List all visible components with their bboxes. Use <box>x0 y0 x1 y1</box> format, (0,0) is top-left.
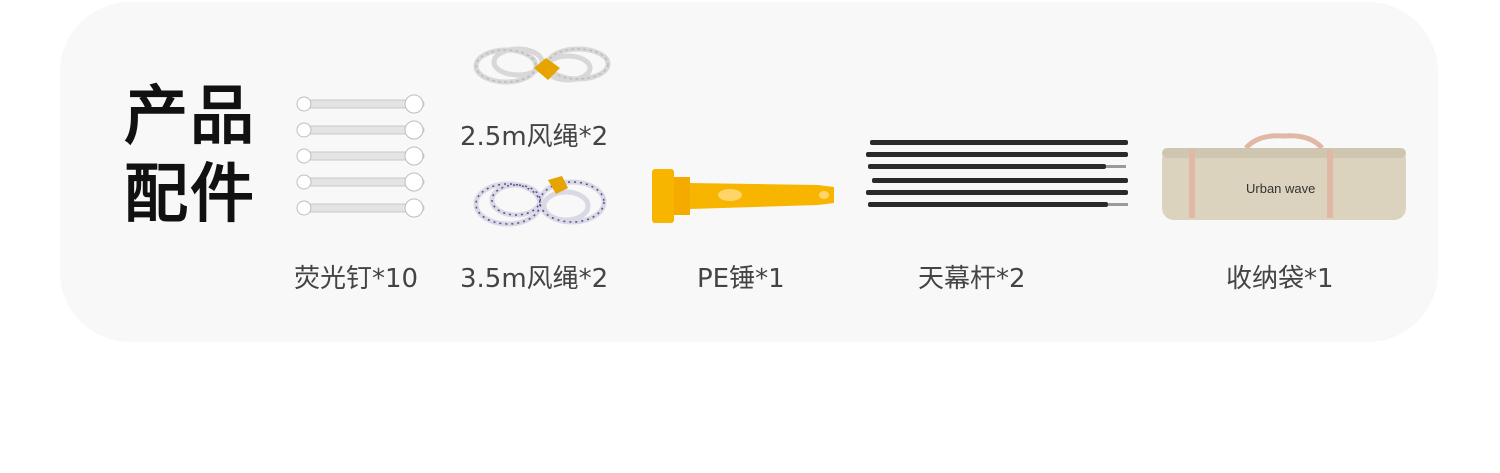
title-line-1: 产品 <box>124 80 256 154</box>
label-rope-3-5m: 3.5m风绳*2 <box>460 264 609 294</box>
label-poles: 天幕杆*2 <box>918 264 1026 294</box>
hammer-image <box>652 169 834 223</box>
label-bag: 收纳袋*1 <box>1226 264 1334 294</box>
label-rope-2-5m: 2.5m风绳*2 <box>460 122 609 152</box>
title-line-2: 配件 <box>124 158 256 232</box>
poles-image <box>866 140 1128 207</box>
label-stakes: 荧光钉*10 <box>294 264 419 294</box>
section-title: 产品 配件 <box>124 78 264 234</box>
bag-brand-text: Urban wave <box>1246 181 1315 196</box>
stakes-image <box>296 94 425 218</box>
bag-image: Urban wave <box>1162 133 1406 220</box>
label-hammer: PE锤*1 <box>697 264 785 294</box>
rope-2-5m-image <box>473 46 611 85</box>
rope-3-5m-image <box>473 176 607 227</box>
